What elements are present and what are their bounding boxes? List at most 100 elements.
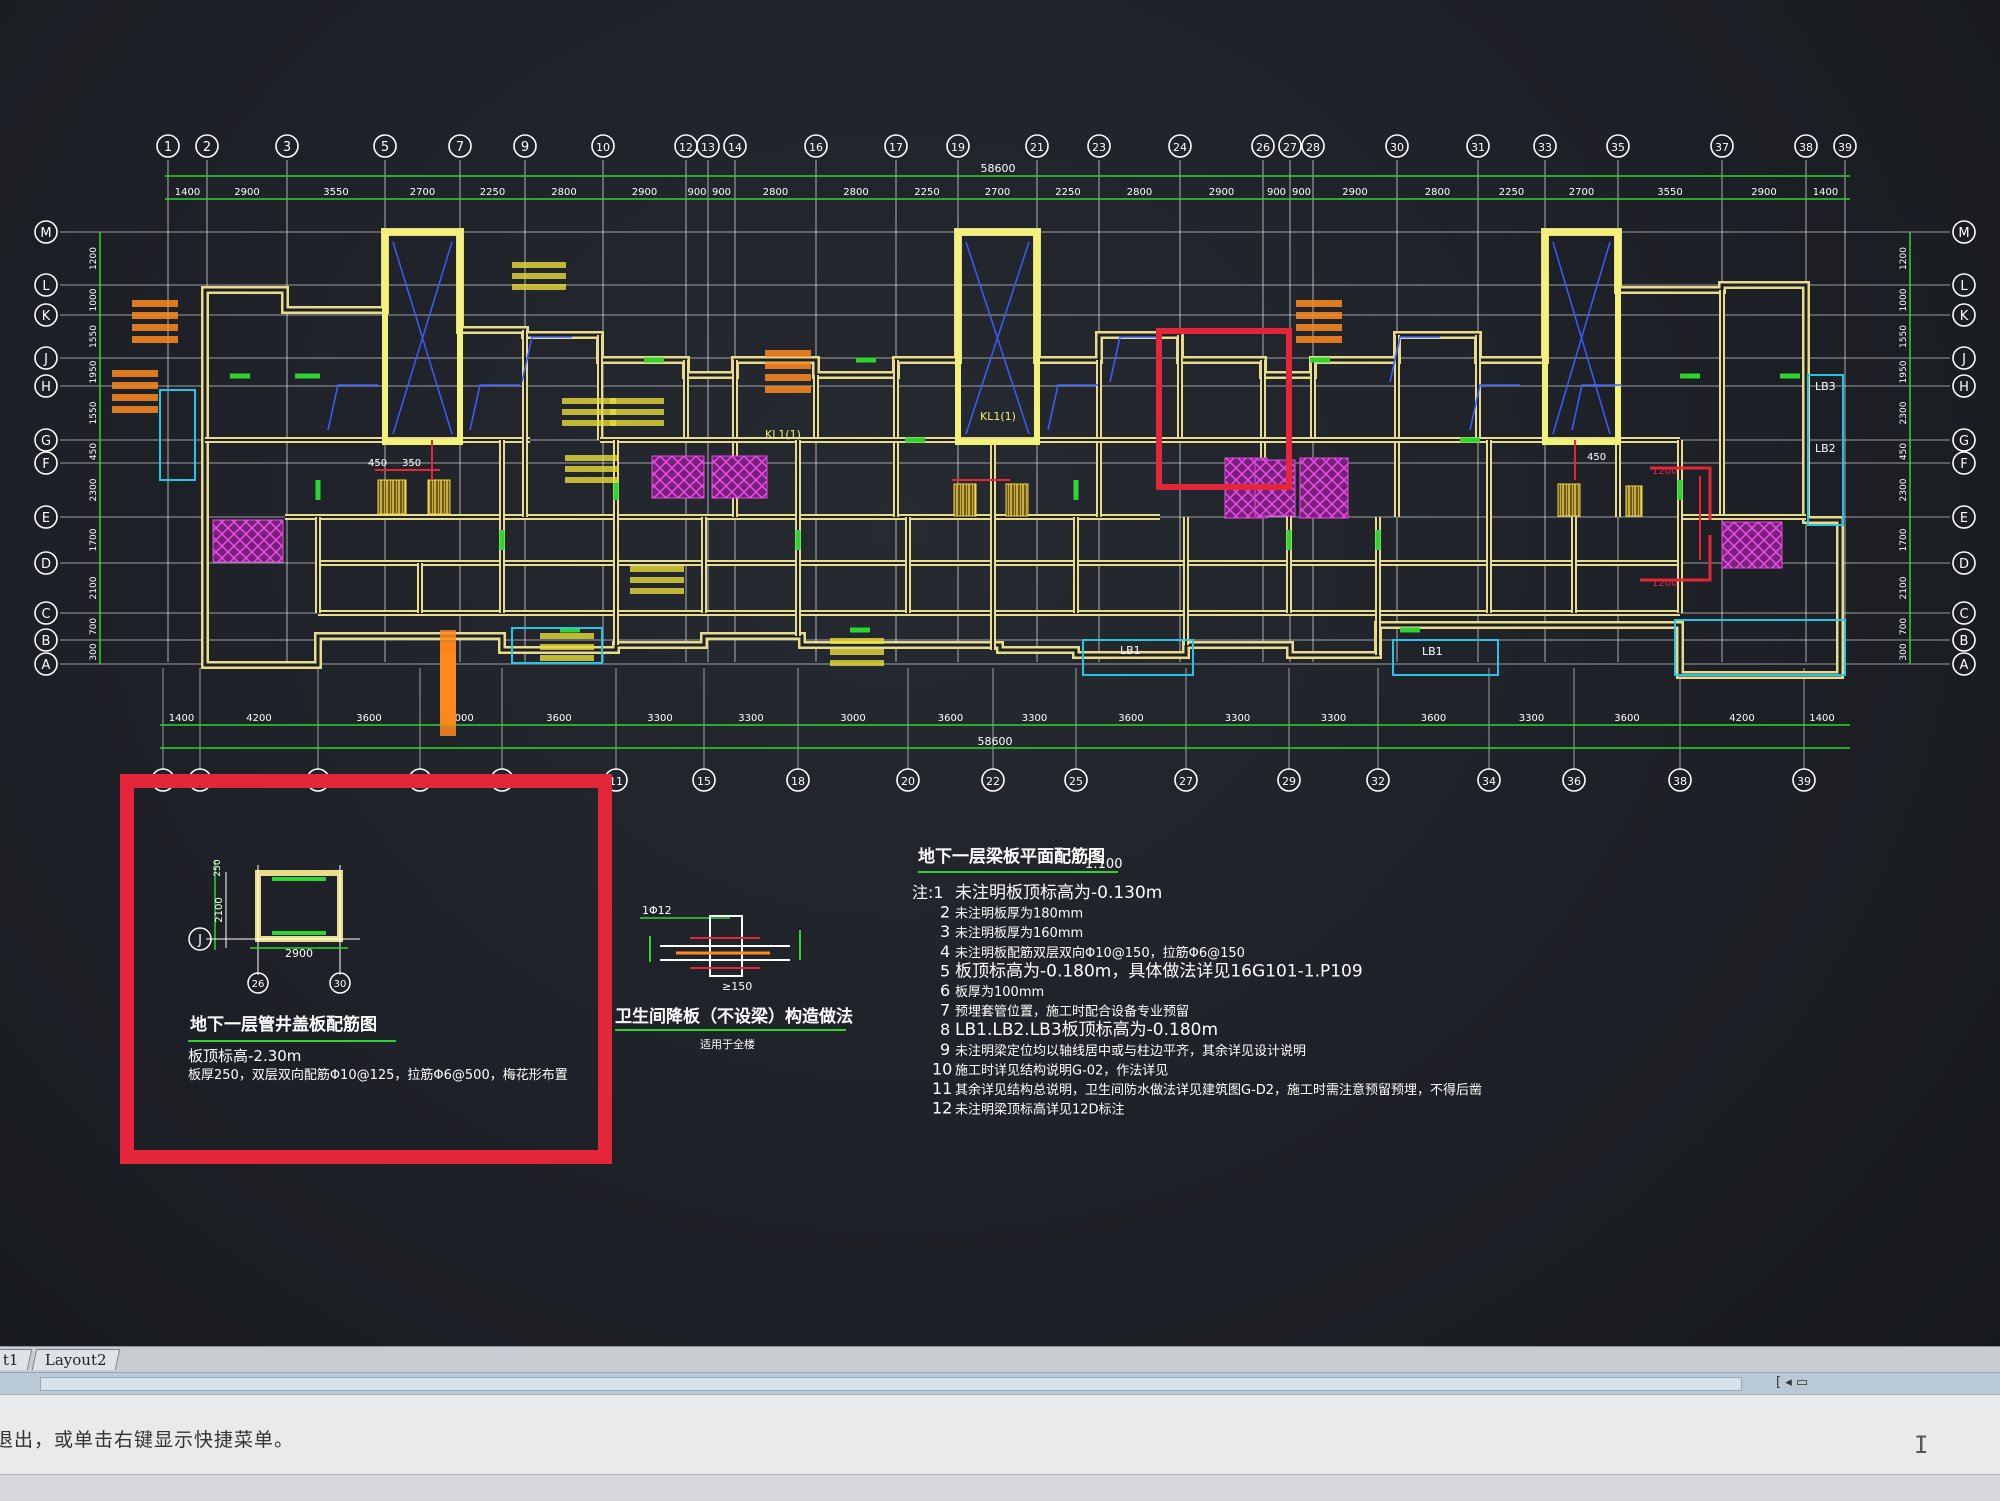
axis-bubble (1025, 134, 1049, 158)
stair-arc (1469, 384, 1520, 431)
orange-annotation (112, 370, 158, 377)
shaft-cross (1552, 241, 1611, 435)
lowered-slab-hatch (651, 455, 705, 499)
axis-bubble (34, 428, 58, 452)
axis-bubble (34, 601, 58, 625)
scroll-arrow-icon[interactable]: [ ◂ ▭ (1776, 1375, 1809, 1390)
axis-label-top: 28 (1306, 141, 1320, 154)
axis-bubble (275, 134, 299, 158)
yellow-annotation (540, 633, 594, 639)
red-marker (1650, 466, 1712, 520)
axis-label-bottom: 25 (1069, 775, 1083, 788)
command-line[interactable]: 退出，或单击右键显示快捷菜单。 I (0, 1394, 2000, 1475)
yellow-annotation (540, 655, 594, 661)
dim-text-bottom: 3300 (1022, 713, 1047, 724)
dim-text-bottom: 4200 (1729, 713, 1754, 724)
axis-label-top: 30 (1390, 141, 1404, 154)
axis-label-bottom: 22 (986, 775, 1000, 788)
lowered-slab-hatch (1721, 521, 1783, 569)
axis-bubble (786, 768, 810, 792)
dim-text-bottom: 3600 (356, 713, 381, 724)
dim-text-top: 2800 (1127, 187, 1152, 198)
axis-bubble (1952, 451, 1976, 475)
dim-text-bottom: 3600 (938, 713, 963, 724)
yellow-annotation (830, 660, 884, 666)
section-subtitle: 适用于全楼 (700, 1037, 755, 1051)
axis-bubble (1087, 134, 1111, 158)
orange-annotation (1296, 300, 1342, 307)
orange-annotation (1296, 324, 1342, 331)
axis-label-right: E (1960, 511, 1968, 526)
dim-text-right: 1700 (1899, 528, 1909, 551)
axis-bubble (1606, 134, 1630, 158)
cyan-outline (159, 389, 196, 481)
orange-annotation (1296, 312, 1342, 319)
dim-text-bottom: 3000 (840, 713, 865, 724)
axis-label-top: 17 (889, 141, 903, 154)
orange-annotation (440, 666, 456, 736)
tab-layout1[interactable]: t1 (0, 1349, 32, 1370)
dim-text-top: 2250 (1055, 187, 1080, 198)
yellow-annotation (830, 638, 884, 644)
shaft (382, 229, 463, 445)
detail-dim-v2: 2100 (214, 897, 225, 922)
section-title: 卫生间降板（不设梁）构造做法 (615, 1006, 853, 1027)
axis-label-bottom: 38 (1673, 775, 1687, 788)
cyan-outline (511, 627, 603, 664)
axis-bubble (34, 346, 58, 370)
axis-bubble (34, 451, 58, 475)
stair-arc (1047, 384, 1098, 431)
yellow-annotation (512, 284, 566, 290)
note-text: 其余详见结构总说明，卫生间防水做法详见建筑图G-D2，施工时需注意预留预埋，不得… (955, 1082, 1482, 1098)
orange-annotation (765, 374, 811, 381)
detail-title: 地下一层管井盖板配筋图 (190, 1014, 377, 1035)
axis-label-right: B (1960, 634, 1969, 649)
axis-bubble (1174, 768, 1198, 792)
axis-bubble (1952, 505, 1976, 529)
note-number: 6 (940, 981, 950, 1000)
tab-layout2[interactable]: Layout2 (31, 1349, 120, 1370)
command-prompt-text: 退出，或单击右键显示快捷菜单。 (0, 1429, 295, 1451)
axis-label-bottom: 29 (1282, 775, 1296, 788)
axis-label-right: H (1959, 380, 1969, 395)
axis-bubble (1952, 628, 1976, 652)
yellow-annotation (610, 420, 664, 426)
axis-label-top: 3 (283, 140, 291, 155)
note-text: 板顶标高为-0.180m，具体做法详见16G101-1.P109 (955, 961, 1363, 981)
dim-text-left: 1950 (89, 360, 99, 383)
axis-bubble (195, 134, 219, 158)
label-lb1: LB1 (1422, 645, 1443, 658)
cyan-outline (1674, 619, 1846, 676)
axis-bubble (373, 134, 397, 158)
detail-axis-b-bubble (329, 972, 351, 994)
axis-label-left: M (40, 226, 51, 241)
stair-arc (521, 336, 572, 383)
cyan-outline (1392, 639, 1499, 676)
axis-bubble (34, 374, 58, 398)
detail-line2: 板厚250，双层双向配筋Φ10@125，拉筋Φ6@500，梅花形布置 (188, 1067, 568, 1083)
notes-scale: 1:100 (1085, 857, 1122, 872)
note-text: 预埋套管位置，施工时配合设备专业预留 (955, 1004, 1189, 1020)
dim-text-top: 900 (712, 187, 731, 198)
yellow-annotation (610, 409, 664, 415)
detail-axis-j: J (197, 933, 202, 948)
axis-label-left: B (42, 634, 51, 649)
column-hatch (427, 479, 451, 515)
column-hatch (1005, 483, 1029, 517)
dim-text-right: 2300 (1899, 478, 1909, 501)
dim-text-top: 2900 (1751, 187, 1776, 198)
label-kl: KL1(1) (765, 428, 801, 441)
axis-label-top: 23 (1092, 141, 1106, 154)
dim-text-left: 2100 (89, 576, 99, 599)
dim-text-top: 2700 (985, 187, 1010, 198)
axis-bubble (513, 134, 537, 158)
axis-label-right: C (1959, 607, 1968, 622)
label-kl: KL1(1) (980, 410, 1016, 423)
horizontal-scrollbar[interactable]: [ ◂ ▭ (0, 1372, 2000, 1395)
axis-bubble (1366, 768, 1390, 792)
axis-label-top: 35 (1611, 141, 1625, 154)
scrollbar-thumb[interactable] (40, 1377, 1742, 1391)
